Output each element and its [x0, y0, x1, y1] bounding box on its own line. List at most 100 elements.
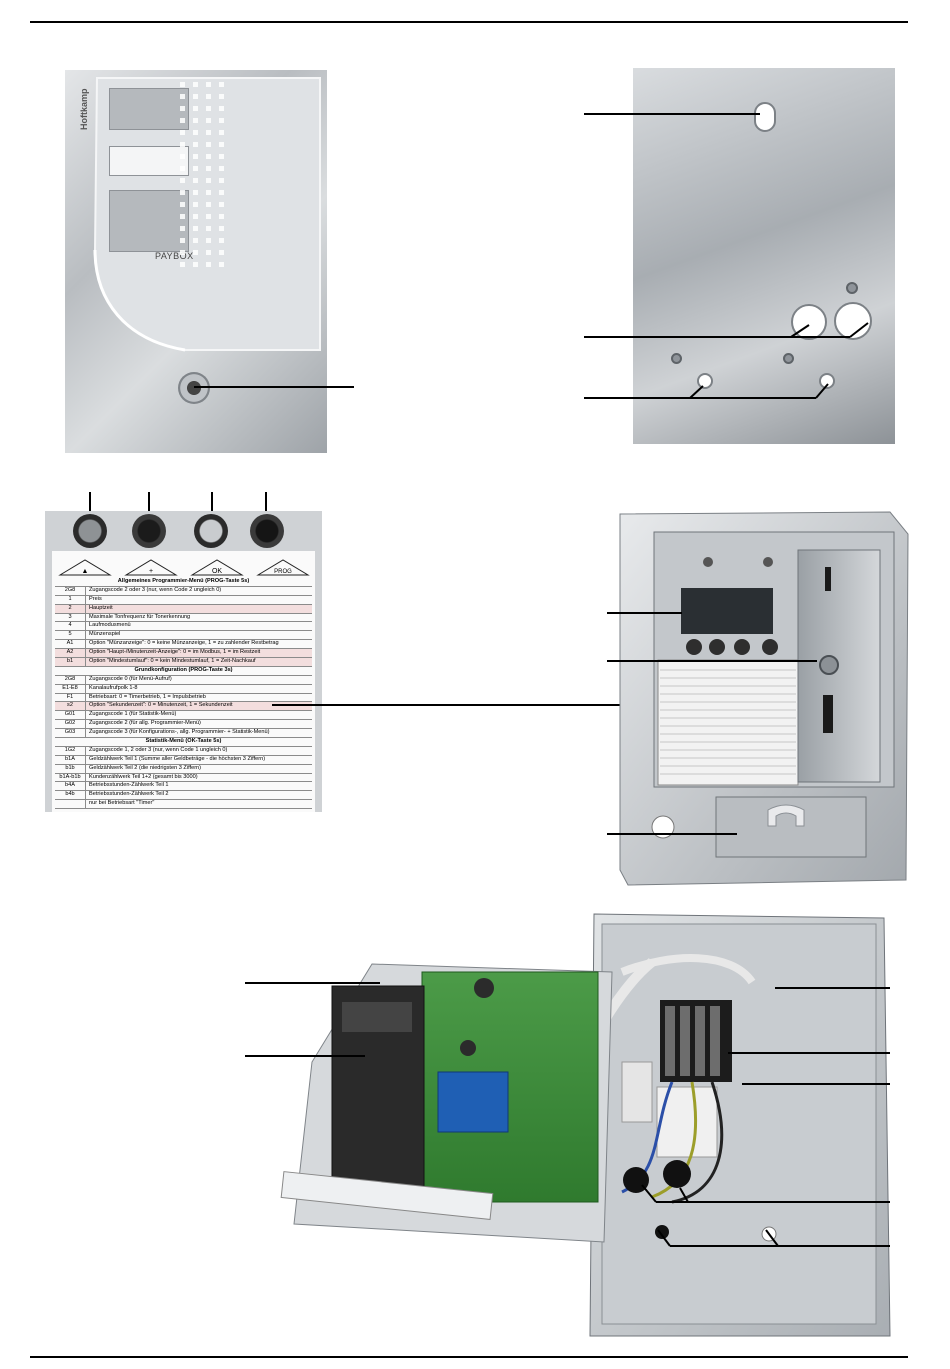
menu-code: A1: [55, 640, 86, 649]
menu-description: Hauptzeit: [89, 604, 113, 611]
key-button-4: [250, 514, 284, 548]
key-button-1: [73, 514, 107, 548]
callout-key-4: [265, 492, 267, 516]
menu-code: G03: [55, 729, 86, 738]
callout-lock: [194, 386, 354, 388]
menu-code: A2: [55, 649, 86, 658]
menu-table: Allgemeines Programmier-Menü (PROG-Taste…: [55, 578, 312, 810]
mounting-hole-top: [754, 102, 776, 132]
key-label-4: PROG: [256, 559, 310, 576]
menu-table-row: nur bei Betriebsart "Timer": [55, 800, 312, 810]
cable-entry-left: [791, 304, 827, 340]
menu-section-heading: Allgemeines Programmier-Menü (PROG-Taste…: [55, 578, 312, 587]
menu-code: b1A-b1b: [55, 773, 86, 782]
callout-earth-terminal: [742, 1083, 890, 1085]
svg-text:▲: ▲: [82, 568, 89, 575]
panel-front-photo: PAYBOX Hoftkamp: [65, 70, 327, 453]
top-rule: [30, 21, 908, 23]
brand-label: Hoftkamp: [79, 88, 89, 130]
menu-description: Option "Sekundenzeit": 0 = Minutenzeit, …: [89, 702, 233, 709]
menu-code: F1: [55, 693, 86, 702]
electronics-drawing: [280, 913, 891, 1337]
menu-code: s2: [55, 702, 86, 711]
callout-coin-lock: [607, 660, 817, 662]
menu-section-heading: Statistik-Menü (OK-Taste 5s): [55, 738, 312, 747]
mounting-hole-bottom-left: [697, 373, 713, 389]
menu-description: Kundenzählwerk Teil 1+2 (gesamt bis 3000…: [89, 773, 198, 780]
menu-code: E1-E8: [55, 684, 86, 693]
electronics-photo: [272, 912, 892, 1342]
callout-lines-holes: [641, 1184, 890, 1247]
menu-description: Zugangscode 0 (für Menü-Aufruf): [89, 675, 172, 682]
menu-code: 2: [55, 604, 86, 613]
paybox-label: PAYBOX: [155, 251, 194, 261]
callout-key-3: [211, 492, 213, 516]
menu-code: G01: [55, 711, 86, 720]
menu-code: 1G2: [55, 746, 86, 755]
menu-code: 3: [55, 613, 86, 622]
screw: [846, 282, 858, 294]
menu-description: Geldzählwerk Teil 1 (Summe aller Geldbet…: [89, 755, 266, 762]
key-label-1: ▲: [58, 559, 112, 576]
callout-pcb: [245, 982, 380, 984]
key-lock-icon: [178, 372, 210, 404]
key-label-2: +: [124, 559, 178, 576]
callout-top-hole: [584, 113, 760, 115]
callout-display: [607, 612, 682, 614]
callout-lines-back: [584, 322, 869, 399]
menu-description: Kanalaufrufpolk 1-8: [89, 684, 138, 691]
menu-code: 1: [55, 595, 86, 604]
display-window-1: [109, 88, 189, 130]
dot-pattern: [180, 82, 225, 267]
screw: [671, 353, 682, 364]
mounting-hole-bottom-right: [819, 373, 835, 389]
unit-open-drawing: [619, 511, 909, 886]
menu-description: Option "Münzanzeige": 0 = keine Münzanze…: [89, 640, 279, 647]
callout-key-2: [148, 492, 150, 516]
back-plate-photo: [633, 68, 895, 444]
svg-text:+: +: [149, 568, 153, 575]
menu-description: Zugangscode 2 oder 3 (nur, wenn Code 2 u…: [89, 586, 222, 593]
menu-description: Zugangscode 1, 2 oder 3 (nur, wenn Code …: [89, 746, 228, 753]
unit-open-photo: [618, 510, 910, 890]
key-label-3: OK: [190, 559, 244, 576]
callout-wire-harness: [775, 987, 890, 989]
svg-text:OK: OK: [212, 568, 222, 575]
menu-description: Laufmodusmenü: [89, 622, 131, 629]
callout-menu-card: [272, 704, 654, 706]
menu-code: 2G8: [55, 586, 86, 595]
menu-description: Maximale Tonfrequenz für Tonerkennung: [89, 613, 191, 620]
svg-text:PROG: PROG: [274, 569, 292, 575]
bottom-rule: [30, 1356, 908, 1358]
callout-coin-box: [607, 833, 737, 835]
menu-description: Geldzählwerk Teil 2 (die niedrigsten 3 Z…: [89, 764, 202, 771]
menu-card-paper: ▲ + OK PROG Allgemeines Programmier-Menü…: [52, 551, 315, 812]
menu-description: Zugangscode 2 (für allg. Programmier-Men…: [89, 720, 201, 727]
menu-code: [55, 800, 86, 809]
menu-code: 2G8: [55, 675, 86, 684]
menu-code: b1b: [55, 764, 86, 773]
menu-description: Zugangscode 3 (für Konfigurations-, allg…: [89, 729, 270, 736]
menu-description: Option "Mindestumlauf": 0 = kein Mindest…: [89, 658, 256, 665]
display-window-2: [109, 146, 189, 176]
menu-description: Option "Haupt-/Minutenzeit-Anzeige": 0 =…: [89, 649, 261, 656]
menu-description: nur bei Betriebsart "Timer": [89, 800, 155, 807]
menu-description: Preis: [89, 595, 102, 602]
callout-terminal-block: [728, 1052, 890, 1054]
menu-code: b1: [55, 658, 86, 666]
